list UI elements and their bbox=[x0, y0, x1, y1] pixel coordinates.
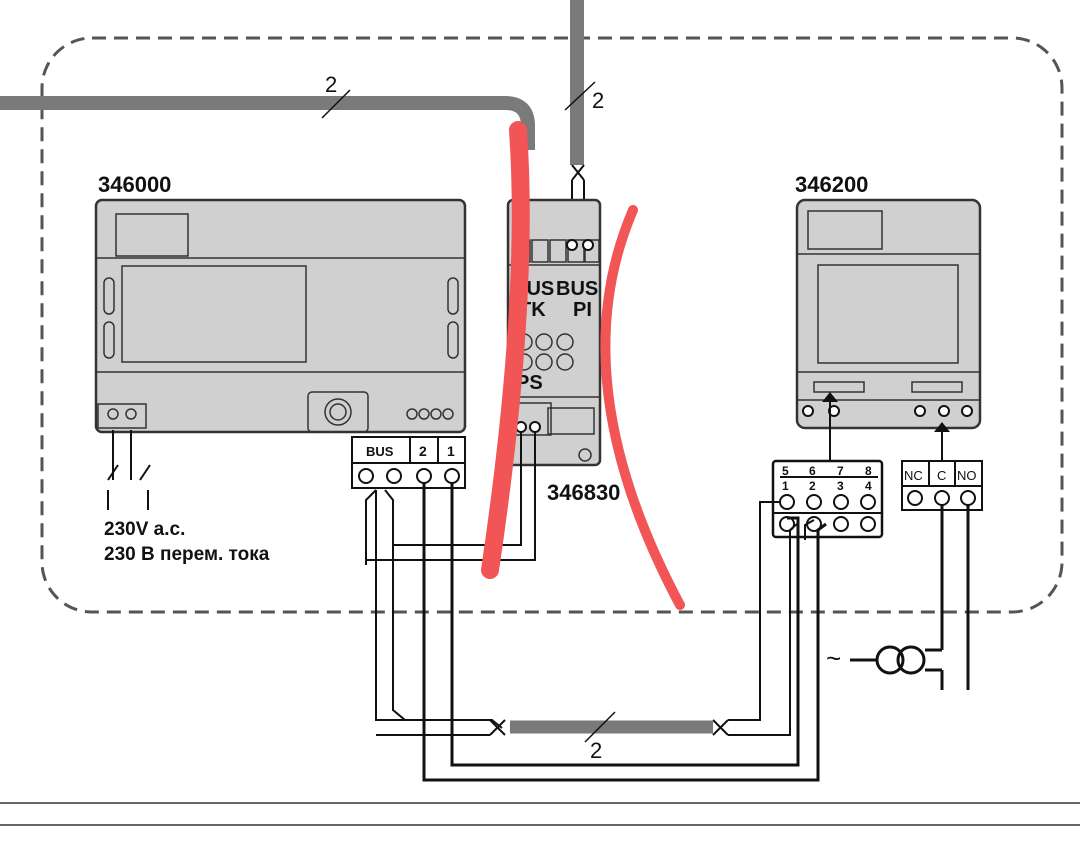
terminal-1: 1 bbox=[782, 479, 789, 493]
controller-terminal-block bbox=[351, 436, 466, 489]
transformer-coil bbox=[896, 645, 926, 675]
controller-device bbox=[94, 198, 467, 434]
terminal-2: 2 bbox=[809, 479, 816, 493]
ps-bus-pi-label: BUS bbox=[556, 278, 598, 300]
terminal-4: 4 bbox=[865, 479, 872, 493]
mains-wires bbox=[107, 430, 151, 510]
power-label-en: 230V a.c. bbox=[104, 519, 185, 540]
bus-wire bbox=[376, 501, 798, 736]
cable-slash bbox=[321, 89, 351, 119]
ac-symbol: ~ bbox=[826, 643, 841, 673]
cable-label: 2 bbox=[325, 72, 337, 97]
cable-label: 2 bbox=[592, 88, 604, 113]
terminal-2-label: 2 bbox=[419, 443, 427, 459]
ps-ps-label: PS bbox=[516, 372, 543, 394]
cable-label: 2 bbox=[590, 738, 602, 763]
terminal-bus-label: BUS bbox=[366, 444, 394, 459]
controller-code: 346000 bbox=[98, 172, 171, 197]
bus-cable-left bbox=[0, 96, 535, 150]
bus-wire bbox=[422, 483, 827, 782]
relay-module-code: 346200 bbox=[795, 172, 868, 197]
load-wires bbox=[850, 505, 970, 690]
power-supply-code: 346830 bbox=[547, 480, 620, 505]
arrow-head bbox=[934, 422, 950, 432]
terminal-8: 8 bbox=[865, 464, 872, 478]
terminal-7: 7 bbox=[837, 464, 844, 478]
contact-c: C bbox=[937, 468, 946, 483]
terminal-3: 3 bbox=[837, 479, 844, 493]
bus-wire bbox=[365, 490, 503, 729]
cross-out-stroke bbox=[600, 205, 685, 610]
relay-module-device bbox=[795, 198, 982, 430]
bus-wire bbox=[804, 501, 815, 540]
terminal-1-label: 1 bbox=[447, 443, 455, 459]
terminal-5: 5 bbox=[782, 464, 789, 478]
input-terminal-block bbox=[771, 459, 884, 539]
enclosure-boundary bbox=[40, 36, 1064, 614]
power-label-ru: 230 В перем. тока bbox=[104, 544, 270, 565]
cable-slash bbox=[564, 81, 596, 111]
ps-pi-label: PI bbox=[573, 299, 592, 321]
cable-slash bbox=[584, 711, 616, 743]
twisted-wires bbox=[571, 164, 585, 240]
transformer-coil bbox=[875, 645, 905, 675]
contact-nc: NC bbox=[904, 468, 923, 483]
terminal-6: 6 bbox=[809, 464, 816, 478]
contact-no: NO bbox=[957, 468, 977, 483]
arrow-head bbox=[822, 392, 838, 402]
cross-out-stroke bbox=[481, 121, 530, 579]
